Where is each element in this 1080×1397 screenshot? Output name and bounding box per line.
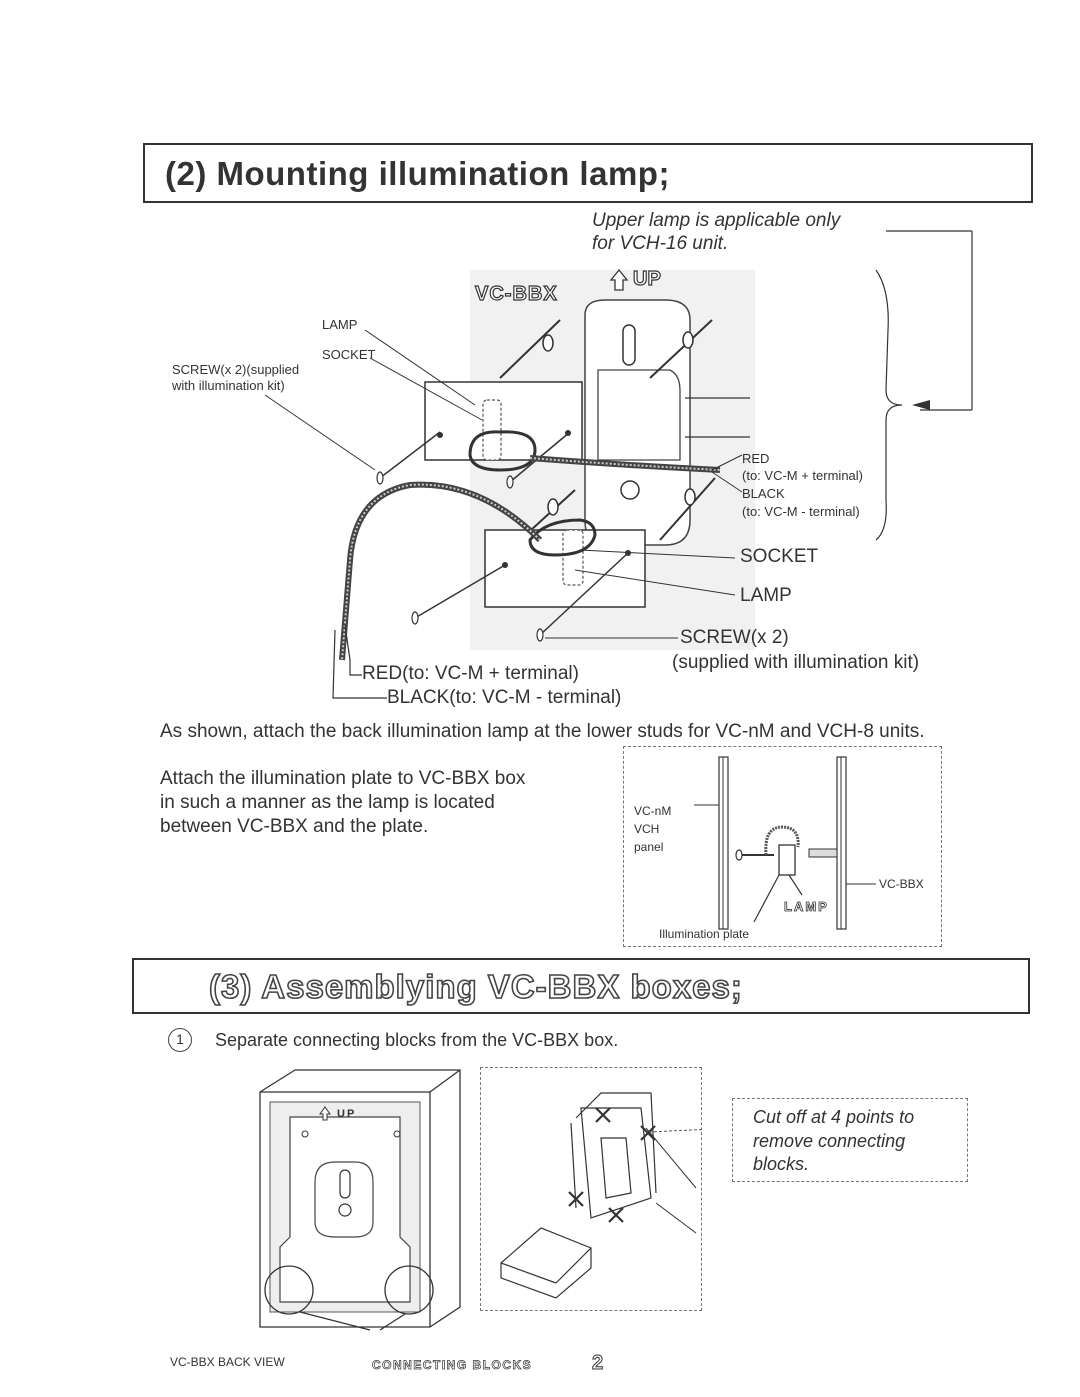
callout-line3: blocks. bbox=[753, 1154, 810, 1174]
panel-label-line1: VC-nM bbox=[634, 804, 672, 818]
socket-upper-label: SOCKET bbox=[322, 347, 376, 362]
plate-label: Illumination plate bbox=[659, 927, 750, 941]
screw-upper-label-2: with illumination kit) bbox=[172, 378, 285, 393]
instruction-paragraph-2-line1: Attach the illumination plate to VC-BBX … bbox=[160, 768, 526, 789]
callout-line1: Cut off at 4 points to bbox=[753, 1107, 915, 1127]
socket-lower-label: SOCKET bbox=[740, 546, 819, 567]
section-2-title: (2) Mounting illumination lamp; bbox=[165, 155, 670, 192]
cut-off-callout: Cut off at 4 points to remove connecting… bbox=[732, 1098, 968, 1182]
step-number: 1 bbox=[176, 1031, 184, 1047]
upper-lamp-note-line1: Upper lamp is applicable only bbox=[592, 210, 841, 231]
section-3-header: (3) Assemblying VC-BBX boxes; bbox=[132, 958, 1030, 1014]
panel-label-line2: VCH bbox=[634, 822, 660, 836]
screw-lower-note: (supplied with illumination kit) bbox=[672, 652, 920, 673]
panel-label-line3: panel bbox=[634, 840, 664, 854]
red-upper-to-label: (to: VC-M + terminal) bbox=[742, 468, 863, 483]
side-lamp-label: LAMP bbox=[784, 899, 829, 915]
callout-line2: remove connecting bbox=[753, 1131, 906, 1151]
lamp-lower-label: LAMP bbox=[740, 585, 792, 606]
page-number: 2 bbox=[591, 1352, 604, 1375]
step-1-text: Separate connecting blocks from the VC-B… bbox=[215, 1030, 619, 1050]
instruction-paragraph-2-line2: in such a manner as the lamp is located bbox=[160, 792, 495, 813]
connecting-blocks-label: CONNECTING BLOCKS bbox=[372, 1358, 533, 1373]
back-view-diagram: UP bbox=[259, 1069, 461, 1331]
red-lower-label: RED(to: VC-M + terminal) bbox=[362, 663, 579, 684]
cut-off-diagram bbox=[480, 1067, 703, 1311]
black-upper-label: BLACK bbox=[742, 486, 785, 501]
instruction-paragraph-1: As shown, attach the back illumination l… bbox=[160, 721, 925, 742]
up-label: UP bbox=[632, 267, 661, 290]
black-lower-label: BLACK(to: VC-M - terminal) bbox=[387, 687, 622, 708]
screw-lower-label: SCREW(x 2) bbox=[680, 627, 789, 648]
box-label: VC-BBX bbox=[879, 877, 924, 891]
section-2-header: (2) Mounting illumination lamp; bbox=[143, 143, 1033, 203]
instruction-paragraph-2-line3: between VC-BBX and the plate. bbox=[160, 816, 429, 837]
back-view-up-label: UP bbox=[337, 1108, 356, 1120]
step-number-circle: 1 bbox=[168, 1028, 192, 1052]
black-upper-to-label: (to: VC-M - terminal) bbox=[742, 504, 860, 519]
lamp-upper-label: LAMP bbox=[322, 317, 358, 332]
red-upper-label: RED bbox=[742, 451, 770, 466]
vc-bbx-label: VC-BBX bbox=[474, 282, 558, 305]
screw-upper-label-1: SCREW(x 2)(supplied bbox=[172, 362, 300, 377]
section-3-title: (3) Assemblying VC-BBX boxes; bbox=[208, 967, 743, 1006]
upper-lamp-note-line2: for VCH-16 unit. bbox=[592, 233, 729, 254]
lamp-placement-diagram: VC-nM VCH panel VC-BBX LAMP Illumination… bbox=[623, 746, 942, 947]
back-view-label: VC-BBX BACK VIEW bbox=[170, 1355, 285, 1369]
